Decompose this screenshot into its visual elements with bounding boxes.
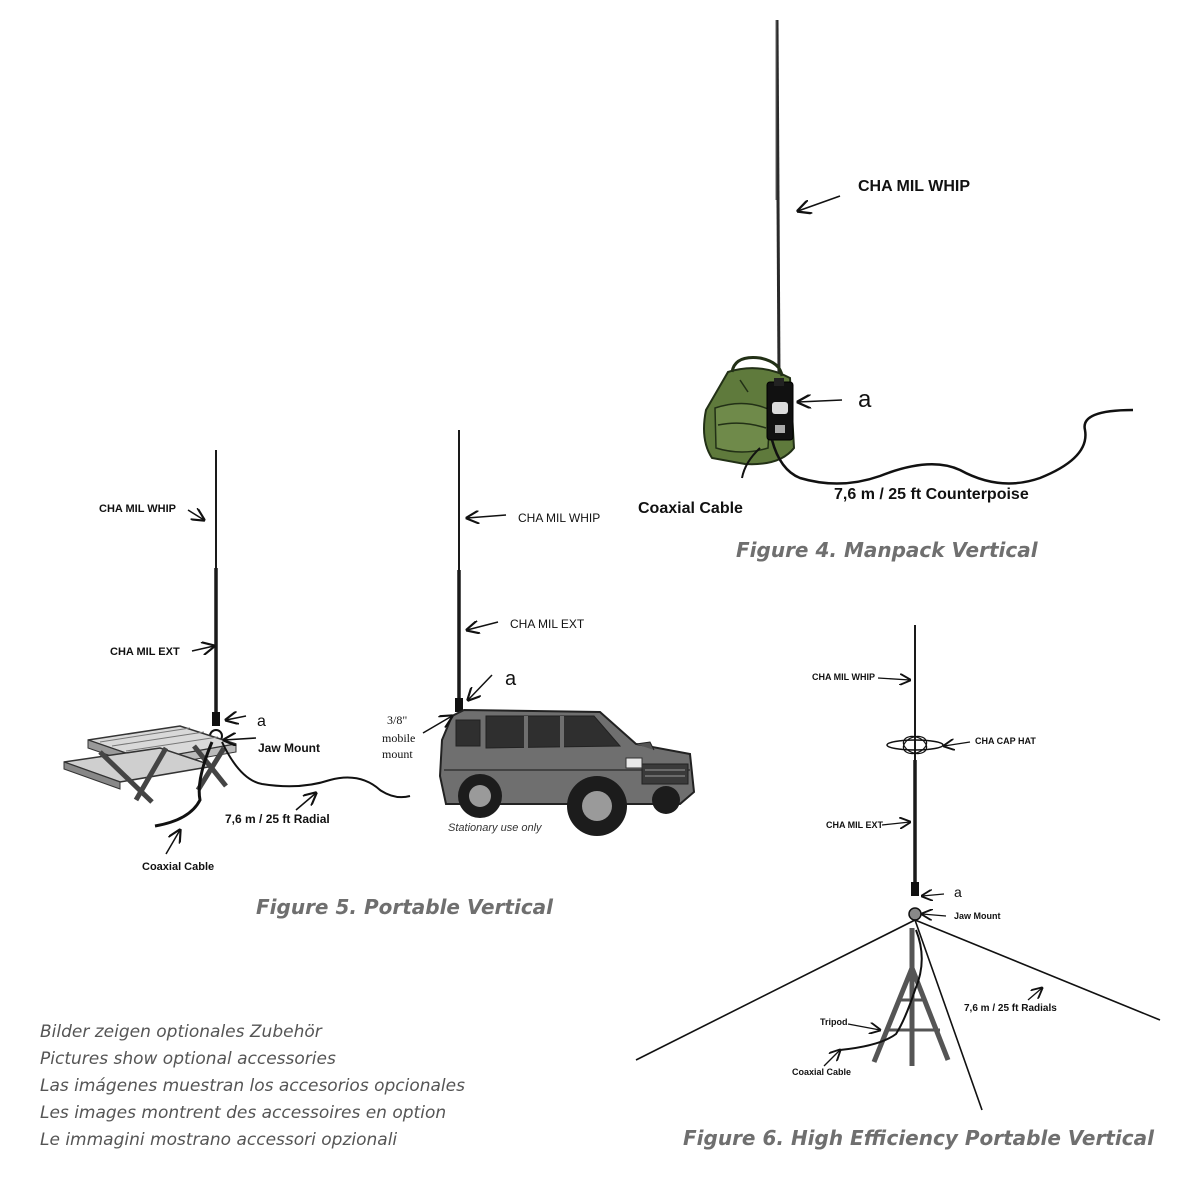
fig4-whip-arrow — [798, 195, 841, 211]
fig5-car-setup — [422, 430, 696, 836]
fig5-mount-label-1: 3/8" — [387, 713, 408, 727]
fig6-caption: Figure 6. High Efficiency Portable Verti… — [683, 1126, 1154, 1150]
fig5-radial-label: 7,6 m / 25 ft Radial — [225, 812, 330, 826]
fig5-table-coax-label: Coaxial Cable — [142, 861, 215, 873]
fig6-ext-label: CHA MIL EXT — [826, 820, 884, 830]
note-en: Pictures show optional accessories — [40, 1049, 336, 1069]
fig6-cap-hat-label: CHA CAP HAT — [975, 736, 1036, 746]
suv-car-icon — [438, 708, 696, 805]
fig4-a-arrow — [798, 400, 843, 402]
fig4-coax-label: Coaxial Cable — [638, 500, 743, 517]
fig6-a-label: a — [954, 884, 962, 900]
fig5-car-whip-label: CHA MIL WHIP — [518, 511, 601, 525]
fig6-jaw-mount-label: Jaw Mount — [954, 911, 1001, 921]
picnic-table-icon — [63, 725, 237, 804]
note-es: Las imágenes muestran los accesorios opc… — [40, 1076, 465, 1096]
fig5-stationary-label: Stationary use only — [448, 822, 542, 834]
fig4-manpack — [703, 19, 1134, 485]
fig4-a-label: a — [858, 386, 872, 413]
fig5-mount-label-2: mobile — [382, 731, 416, 745]
fig6-radials-label: 7,6 m / 25 ft Radials — [964, 1003, 1057, 1014]
fig4-radio-icon — [766, 378, 794, 441]
fig6-coax-label: Coaxial Cable — [792, 1067, 852, 1077]
fig4-counterpoise-label: 7,6 m / 25 ft Counterpoise — [834, 486, 1029, 503]
fig4-counterpoise-wire — [770, 408, 1134, 485]
fig5-table-coax-cable — [154, 741, 214, 828]
fig5-car-a-label: a — [505, 668, 517, 690]
fig4-caption: Figure 4. Manpack Vertical — [736, 538, 1038, 562]
note-fr: Les images montrent des accessoires en o… — [40, 1103, 447, 1123]
fig5-table-whip-label: CHA MIL WHIP — [99, 503, 176, 515]
fig6-coax-cable — [839, 929, 923, 1051]
fig6-tripod-setup — [635, 625, 1161, 1111]
fig6-whip-label: CHA MIL WHIP — [812, 672, 875, 682]
fig4-coax-cable — [741, 447, 761, 479]
fig5-radial-wire — [221, 741, 411, 799]
fig5-table-ext-label: CHA MIL EXT — [110, 646, 180, 658]
fig6-jaw-mount — [908, 907, 922, 921]
fig5-caption: Figure 5. Portable Vertical — [256, 895, 554, 919]
note-de: Bilder zeigen optionales Zubehör — [40, 1022, 322, 1042]
fig5-car-ext-label: CHA MIL EXT — [510, 617, 585, 631]
fig6-tripod-label: Tripod — [820, 1017, 848, 1027]
fig4-whip-antenna — [775, 19, 781, 379]
fig6-radial-wires — [635, 919, 1161, 1111]
fig5-jaw-mount-label: Jaw Mount — [258, 741, 320, 755]
tripod-icon — [871, 928, 951, 1066]
note-it: Le immagini mostrano accessori opzionali — [40, 1130, 398, 1150]
car-wheel-icon — [458, 774, 680, 836]
fig4-whip-label: CHA MIL WHIP — [858, 178, 970, 195]
fig5-mount-label-3: mount — [382, 747, 413, 761]
fig5-table-a-label: a — [257, 713, 266, 730]
fig5-table-setup — [63, 450, 411, 855]
